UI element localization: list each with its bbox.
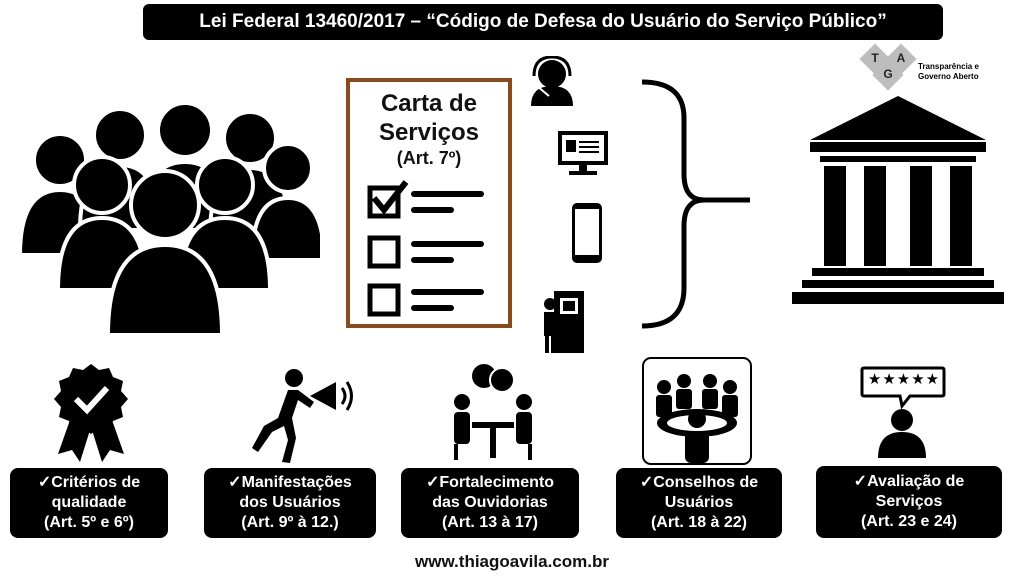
right-brace-icon: [641, 79, 750, 329]
megaphone-runner-icon: [252, 369, 353, 463]
logo-letter-a: A: [896, 51, 906, 65]
rating-user-icon: [860, 366, 946, 458]
checklist-icon: [367, 180, 484, 317]
label-criterios-line3: (Art. 5º e 6º): [44, 514, 134, 531]
label-conselhos-line1: ✓Conselhos de: [639, 474, 759, 491]
label-avaliacao-line1: ✓Avaliação de: [853, 473, 965, 490]
carta-title-line1: Carta de: [380, 90, 478, 117]
smartphone-icon: [572, 203, 602, 263]
ombudsman-meeting-icon: [454, 364, 532, 460]
page-title: Lei Federal 13460/2017 – “Código de Defe…: [143, 4, 943, 40]
label-ouvidorias: ✓Fortalecimento das Ouvidorias (Art. 13 …: [401, 468, 579, 538]
council-meeting-icon: [642, 357, 752, 465]
carta-title-line3: (Art. 7º): [396, 148, 462, 168]
label-manifestacoes-line2: dos Usuários: [239, 494, 341, 511]
kiosk-terminal-icon: [544, 291, 584, 353]
label-ouvidorias-line1: ✓Fortalecimento: [425, 474, 555, 491]
carta-de-servicos-document: Carta de Serviços (Art. 7º): [346, 78, 512, 328]
crowd-icon: [20, 90, 320, 340]
label-criterios-line2: qualidade: [51, 494, 127, 511]
quality-seal-icon: [54, 364, 128, 462]
rating-stars: ★★★★★: [867, 371, 941, 388]
label-avaliacao-line3: (Art. 23 e 24): [860, 513, 958, 530]
label-criterios: ✓Critérios de qualidade (Art. 5º e 6º): [10, 468, 168, 538]
label-criterios-line1: ✓Critérios de: [37, 474, 141, 491]
label-manifestacoes-line1: ✓Manifestações: [228, 474, 352, 491]
label-manifestacoes-line3: (Art. 9º à 12.): [241, 514, 339, 531]
website-url: www.thiagoavila.com.br: [415, 552, 609, 571]
logo-text: Transparência e Governo Aberto: [918, 62, 979, 82]
label-avaliacao-line2: Serviços: [875, 493, 943, 510]
logo-text-line1: Transparência e: [918, 62, 979, 71]
label-ouvidorias-line2: das Ouvidorias: [432, 494, 548, 511]
label-manifestacoes: ✓Manifestações dos Usuários (Art. 9º à 1…: [204, 468, 376, 538]
tga-logo: T A G Transparência e Governo Aberto: [859, 43, 990, 91]
carta-title-line2: Serviços: [378, 119, 480, 146]
logo-text-line2: Governo Aberto: [918, 72, 979, 81]
label-conselhos-line2: Usuários: [664, 494, 734, 511]
logo-letter-t: T: [871, 51, 879, 65]
computer-monitor-icon: [558, 131, 608, 175]
label-conselhos: ✓Conselhos de Usuários (Art. 18 à 22): [616, 468, 782, 538]
government-building-icon: [792, 96, 1004, 304]
headset-attendant-icon: [531, 56, 573, 106]
label-ouvidorias-line3: (Art. 13 à 17): [441, 514, 539, 531]
logo-letter-g: G: [883, 67, 893, 81]
label-conselhos-line3: (Art. 18 à 22): [650, 514, 748, 531]
label-avaliacao: ✓Avaliação de Serviços (Art. 23 e 24): [816, 466, 1002, 538]
